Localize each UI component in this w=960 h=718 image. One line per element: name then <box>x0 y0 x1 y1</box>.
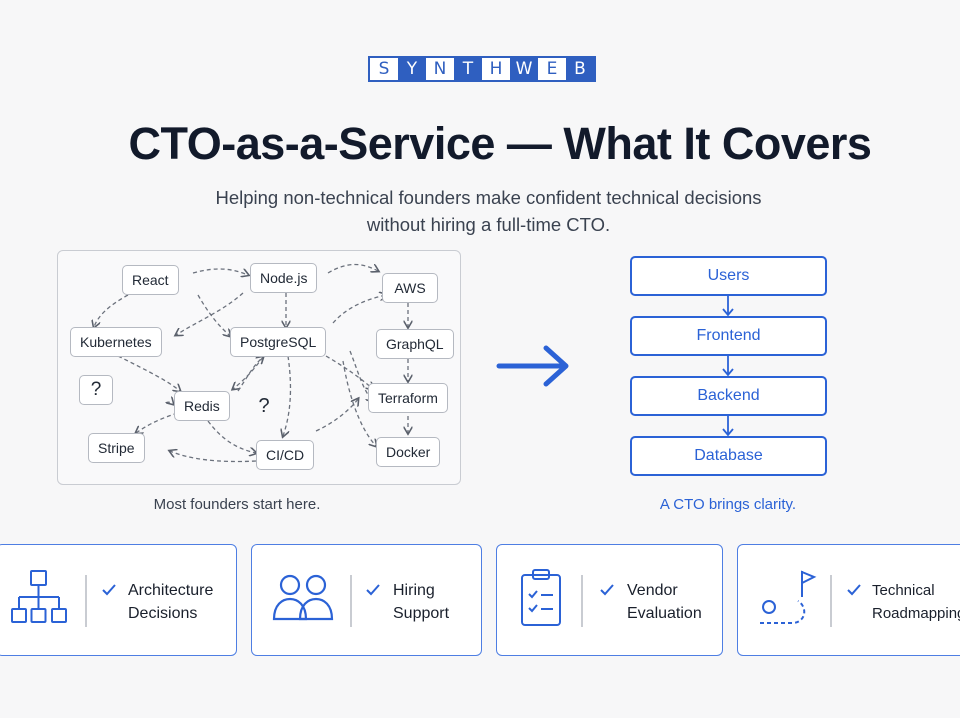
caption-left: Most founders start here. <box>153 496 321 513</box>
card-label: Technical Roadmapping <box>872 579 960 625</box>
card-label-line-2: Decisions <box>128 605 198 622</box>
node-graphql: GraphQL <box>376 329 454 359</box>
card-divider <box>581 575 583 627</box>
card-label-line-1: Vendor <box>627 582 678 599</box>
stack-backend: Backend <box>630 376 827 416</box>
check-icon <box>102 584 116 596</box>
logo-letter: H <box>482 58 510 80</box>
card-divider <box>830 575 832 627</box>
card-divider <box>350 575 352 627</box>
node-redis: Redis <box>174 391 230 421</box>
question-mark: ? <box>258 394 270 417</box>
subtitle-line-2: without hiring a full-time CTO. <box>366 214 611 235</box>
node-nodejs: Node.js <box>250 263 318 293</box>
logo-letter: N <box>426 58 454 80</box>
roadmap-flag-icon <box>760 570 817 624</box>
card-hiring-support: Hiring Support <box>251 544 482 656</box>
card-label: Vendor Evaluation <box>627 579 702 625</box>
card-label-line-1: Architecture <box>128 582 214 599</box>
card-label-line-2: Roadmapping <box>872 605 960 622</box>
node-postgresql: PostgreSQL <box>230 327 327 357</box>
node-docker: Docker <box>376 437 441 467</box>
clipboard-checklist-icon <box>521 569 561 626</box>
check-icon <box>847 584 861 596</box>
card-label-line-1: Hiring <box>393 582 435 599</box>
card-label: Architecture Decisions <box>128 579 213 625</box>
logo-letter: Y <box>398 58 426 80</box>
logo-letter: T <box>454 58 482 80</box>
card-vendor-evaluation: Vendor Evaluation <box>496 544 723 656</box>
card-label-line-2: Evaluation <box>627 605 702 622</box>
arrow-right-icon <box>496 345 569 387</box>
card-label-line-2: Support <box>393 605 450 622</box>
subtitle-line-1: Helping non-technical founders make conf… <box>215 187 762 208</box>
card-label: Hiring Support <box>393 579 449 625</box>
people-icon <box>272 574 334 621</box>
node-terraform: Terraform <box>368 383 448 413</box>
logo-letter: B <box>566 58 594 80</box>
node-react: React <box>122 265 179 295</box>
stack-frontend: Frontend <box>630 316 827 356</box>
stack-database: Database <box>630 436 827 476</box>
caption-right: A CTO brings clarity. <box>659 496 797 513</box>
hierarchy-icon <box>11 570 67 623</box>
node-cicd: CI/CD <box>256 440 315 470</box>
page-subtitle: Helping non-technical founders make conf… <box>0 184 960 238</box>
logo-letter: W <box>510 58 538 80</box>
stack-users: Users <box>630 256 827 296</box>
logo-letter: E <box>538 58 566 80</box>
check-icon <box>366 584 380 596</box>
chaos-arrows <box>58 263 462 463</box>
logo-letter: S <box>370 58 398 80</box>
card-label-line-1: Technical <box>872 582 935 599</box>
card-divider <box>85 575 87 627</box>
tech-chaos-diagram: React Node.js AWS Kubernetes PostgreSQL … <box>57 250 461 485</box>
question-box: ? <box>79 375 113 405</box>
synthweb-logo: S Y N T H W E B <box>368 56 596 82</box>
node-aws: AWS <box>382 273 438 303</box>
stack-arrows <box>722 296 734 437</box>
card-architecture-decisions: Architecture Decisions <box>0 544 237 656</box>
page-title: CTO-as-a-Service — What It Covers <box>128 118 872 169</box>
node-stripe: Stripe <box>88 433 145 463</box>
node-kubernetes: Kubernetes <box>70 327 162 357</box>
card-technical-roadmapping: Technical Roadmapping <box>737 544 960 656</box>
check-icon <box>600 584 614 596</box>
